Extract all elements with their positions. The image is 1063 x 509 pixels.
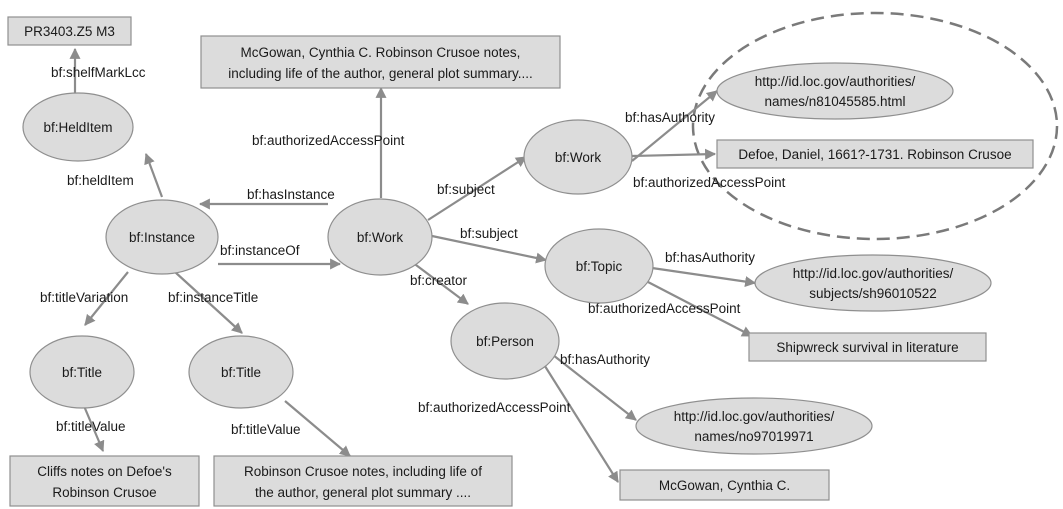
node-work-note-line-1: McGowan, Cynthia C. Robinson Crusoe note… — [241, 45, 521, 60]
edge-label-subject-1: bf:subject — [437, 182, 495, 197]
highlight-ellipse — [691, 11, 1059, 241]
node-work-subject-label: bf:Work — [555, 150, 602, 165]
node-title-value-2-line-2: the author, general plot summary .... — [255, 485, 471, 500]
edge-labels: bf:shelfMarkLcc bf:heldItem bf:hasInstan… — [40, 65, 786, 437]
node-work-note: McGowan, Cynthia C. Robinson Crusoe note… — [200, 35, 561, 89]
node-topic-label-text: Shipwreck survival in literature — [776, 340, 958, 355]
edge-label-person-aap: bf:authorizedAccessPoint — [418, 400, 571, 415]
node-instance-label: bf:Instance — [129, 230, 195, 245]
node-topic-label-box: Shipwreck survival in literature — [748, 332, 987, 362]
edge-label-topic-hasauthority: bf:hasAuthority — [665, 250, 755, 265]
edge-titlevalue-1 — [82, 405, 105, 453]
node-work-subject-uri-line-2: names/n81045585.html — [764, 94, 905, 109]
node-work-main-label: bf:Work — [357, 230, 404, 245]
node-work-subject-label-box: Defoe, Daniel, 1661?-1731. Robinson Crus… — [716, 139, 1034, 169]
node-topic-uri-line-2: subjects/sh96010522 — [809, 286, 937, 301]
node-topic: bf:Topic — [544, 228, 654, 304]
node-work-main: bf:Work — [327, 198, 433, 276]
edge-subject-1 — [427, 156, 527, 221]
edge-topic-aap — [647, 281, 753, 337]
node-topic-label: bf:Topic — [576, 259, 623, 274]
edge-topic-hasauthority — [651, 266, 757, 288]
edge-subject-2 — [431, 234, 548, 264]
node-work-subject-label-text: Defoe, Daniel, 1661?-1731. Robinson Crus… — [738, 147, 1011, 162]
node-title-instance-label: bf:Title — [221, 365, 261, 380]
edge-label-creator: bf:creator — [410, 273, 468, 288]
edge-creator — [411, 261, 469, 305]
node-person-label: bf:Person — [476, 334, 534, 349]
edge-label-titlevalue-2: bf:titleValue — [231, 422, 301, 437]
edge-helditem — [144, 152, 164, 198]
node-topic-uri: http://id.loc.gov/authorities/ subjects/… — [754, 254, 992, 312]
edges — [69, 47, 757, 483]
node-work-subject-uri-line-1: http://id.loc.gov/authorities/ — [755, 74, 916, 89]
edge-label-work-hasauthority: bf:hasAuthority — [625, 110, 715, 125]
edge-titlevalue-2 — [284, 400, 351, 457]
edge-label-work-aap2: bf:authorizedAccessPoint — [633, 175, 786, 190]
edge-label-work-aap: bf:authorizedAccessPoint — [252, 133, 405, 148]
node-title-value-2-line-1: Robinson Crusoe notes, including life of — [244, 464, 482, 479]
node-person-uri-line-2: names/no97019971 — [694, 429, 813, 444]
node-title-variation: bf:Title — [29, 335, 135, 409]
edge-instancetitle — [174, 271, 243, 334]
edge-label-shelfmark: bf:shelfMarkLcc — [51, 65, 146, 80]
node-topic-uri-line-1: http://id.loc.gov/authorities/ — [793, 266, 954, 281]
node-helditem-label: bf:HeldItem — [43, 120, 112, 135]
edge-person-aap — [542, 362, 619, 483]
edge-label-subject-2: bf:subject — [460, 226, 518, 241]
node-person: bf:Person — [450, 302, 560, 380]
node-title-value-1: Cliffs notes on Defoe's Robinson Crusoe — [9, 455, 200, 507]
edge-label-instancetitle: bf:instanceTitle — [168, 290, 258, 305]
node-person-label-text: McGowan, Cynthia C. — [659, 478, 790, 493]
node-shelfmark: PR3403.Z5 M3 — [7, 16, 132, 46]
node-person-label-box: McGowan, Cynthia C. — [619, 469, 830, 501]
node-title-value-1-line-1: Cliffs notes on Defoe's — [37, 464, 172, 479]
edge-work-aap2 — [631, 148, 717, 160]
edge-work-hasauthority — [631, 90, 718, 162]
node-person-uri: http://id.loc.gov/authorities/ names/no9… — [635, 397, 873, 455]
edge-label-instanceof: bf:instanceOf — [220, 243, 300, 258]
node-helditem: bf:HeldItem — [22, 92, 134, 162]
edge-label-hasinstance: bf:hasInstance — [247, 187, 335, 202]
edge-label-titlevariation: bf:titleVariation — [40, 290, 128, 305]
node-title-variation-label: bf:Title — [62, 365, 102, 380]
node-shelfmark-label: PR3403.Z5 M3 — [24, 24, 115, 39]
node-work-subject-uri: http://id.loc.gov/authorities/ names/n81… — [716, 62, 954, 120]
node-work-note-line-2: including life of the author, general pl… — [228, 66, 532, 81]
node-title-instance: bf:Title — [188, 335, 294, 409]
node-work-subject: bf:Work — [523, 119, 633, 195]
node-person-uri-line-1: http://id.loc.gov/authorities/ — [674, 409, 835, 424]
edge-label-person-hasauthority: bf:hasAuthority — [560, 352, 650, 367]
node-title-value-2: Robinson Crusoe notes, including life of… — [213, 455, 513, 507]
edge-label-helditem: bf:heldItem — [67, 173, 134, 188]
node-instance: bf:Instance — [105, 199, 219, 275]
edge-titlevariation — [84, 271, 129, 326]
node-title-value-1-line-2: Robinson Crusoe — [52, 485, 156, 500]
edge-label-titlevalue-1: bf:titleValue — [56, 419, 126, 434]
edge-person-hasauthority — [552, 354, 637, 421]
edge-label-topic-aap: bf:authorizedAccessPoint — [588, 301, 741, 316]
